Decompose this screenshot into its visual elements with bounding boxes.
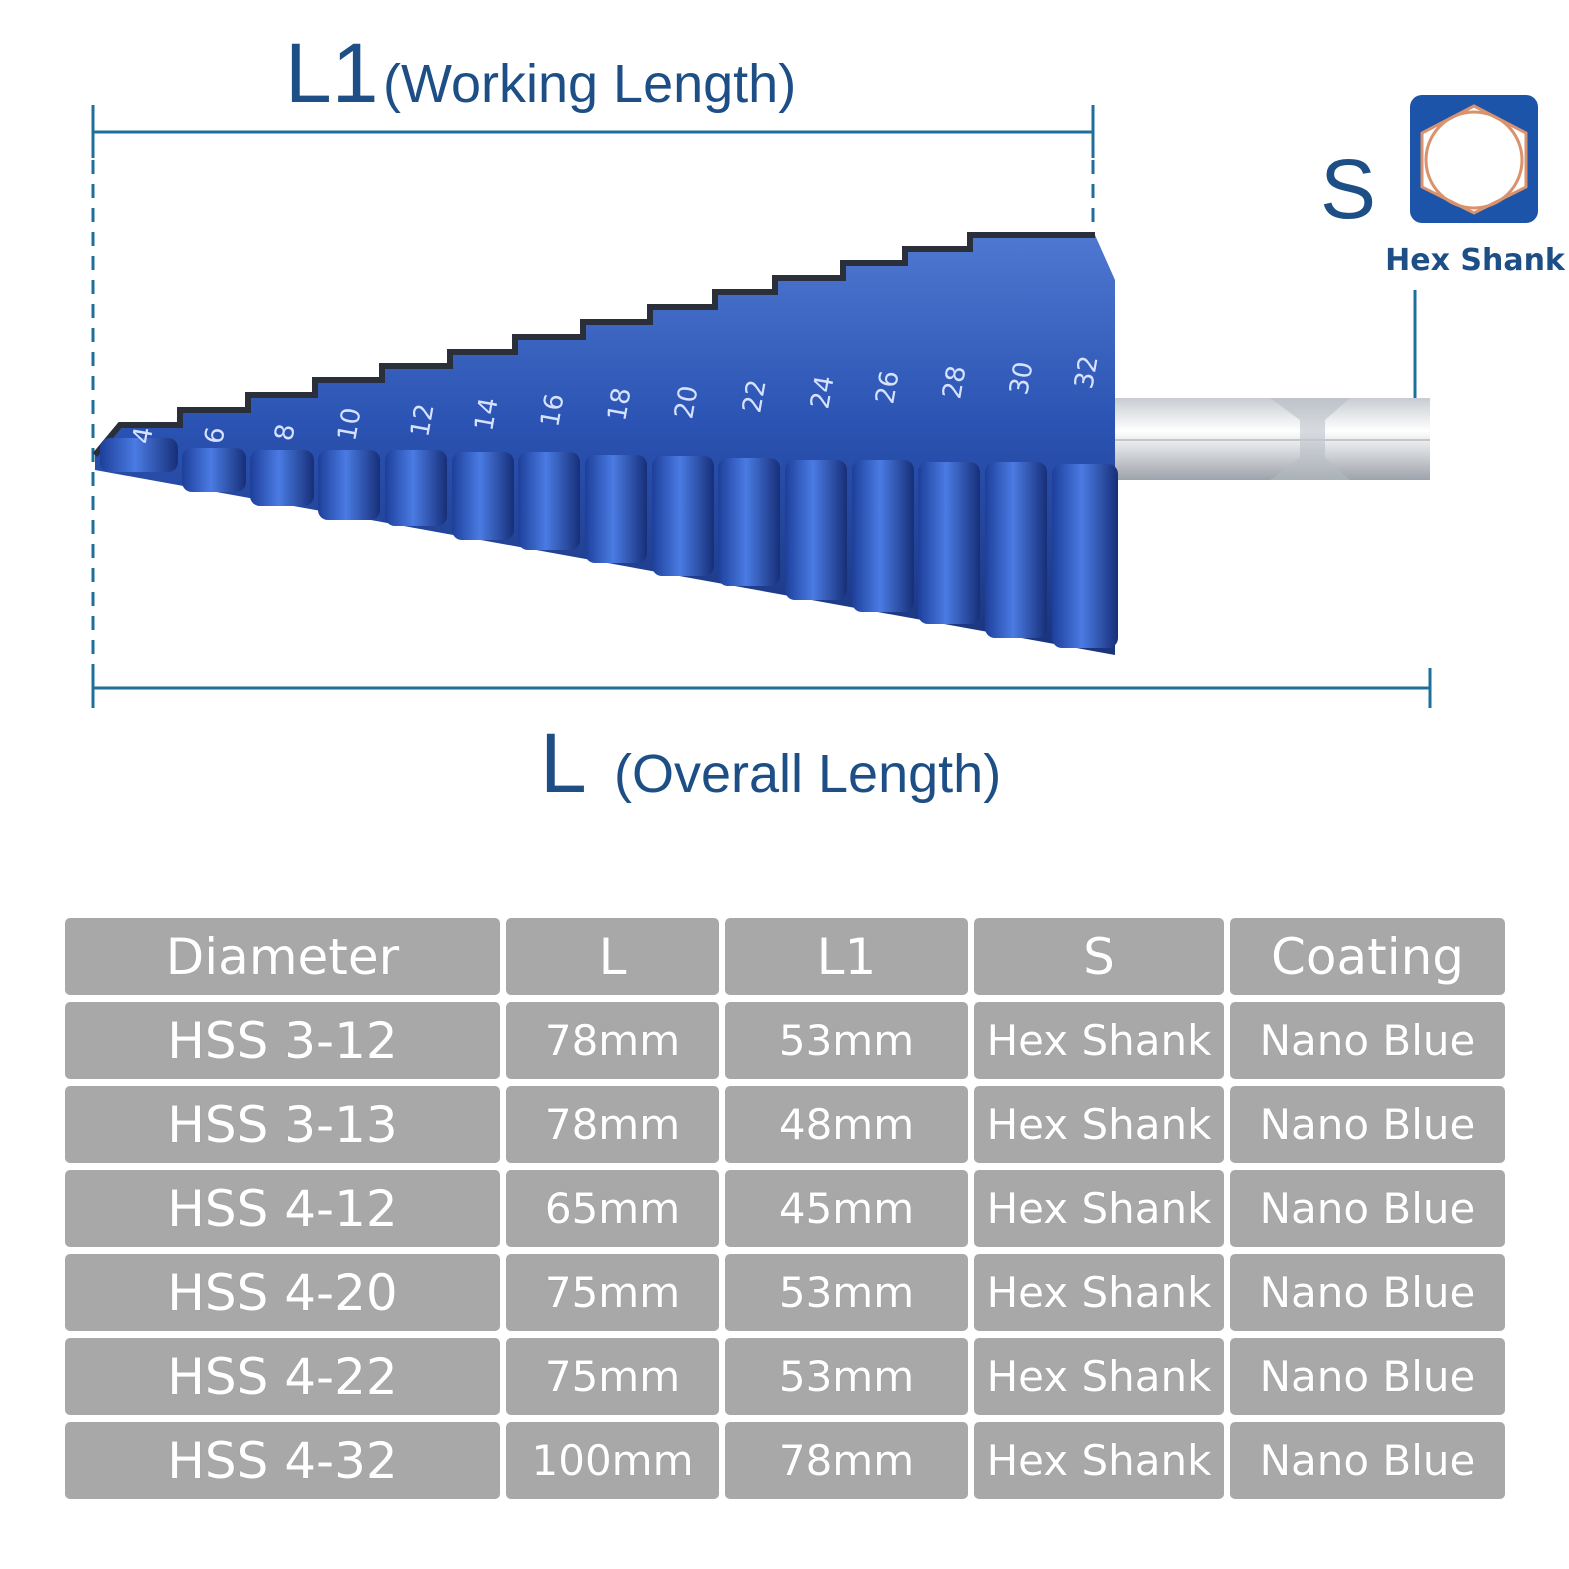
step-marking: 8: [269, 422, 301, 444]
cell-l: 75mm: [506, 1338, 719, 1415]
step-marking: 12: [405, 401, 440, 439]
step-marking: 32: [1069, 353, 1104, 391]
step-marking: 10: [332, 405, 367, 443]
cell-l1: 53mm: [725, 1254, 968, 1331]
cell-s: Hex Shank: [974, 1422, 1224, 1499]
step-marking: 18: [602, 385, 637, 423]
step-marking: 14: [469, 395, 504, 433]
cell-l: 100mm: [506, 1422, 719, 1499]
step-marking: 6: [199, 425, 231, 447]
step-marking: 4: [127, 425, 159, 447]
header-diameter: Diameter: [65, 918, 500, 995]
cell-l1: 78mm: [725, 1422, 968, 1499]
step-drill-bit: [92, 232, 1118, 655]
cell-coating: Nano Blue: [1230, 1338, 1505, 1415]
cell-s: Hex Shank: [974, 1086, 1224, 1163]
cell-l1: 48mm: [725, 1086, 968, 1163]
cell-s: Hex Shank: [974, 1338, 1224, 1415]
step-markings: 4 6 8 10 12 14 16 18 20 22 24 26 28 30 3…: [127, 353, 1104, 446]
spec-table: Diameter L L1 S Coating HSS 3-12 78mm 53…: [65, 918, 1505, 1499]
cell-l: 65mm: [506, 1170, 719, 1247]
cell-diameter: HSS 3-13: [65, 1086, 500, 1163]
step-drill-diagram: L1 (Working Length) L (Overall Length) S…: [91, 26, 1566, 810]
cell-diameter: HSS 3-12: [65, 1002, 500, 1079]
cell-l1: 45mm: [725, 1170, 968, 1247]
overall-length-symbol: L: [540, 716, 587, 810]
drill-shank: [1115, 398, 1430, 480]
shank-symbol: S: [1320, 142, 1376, 236]
cell-diameter: HSS 4-32: [65, 1422, 500, 1499]
hex-shank-label: Hex Shank: [1385, 243, 1566, 278]
step-marking: 26: [870, 368, 905, 406]
cell-l: 78mm: [506, 1002, 719, 1079]
cell-s: Hex Shank: [974, 1002, 1224, 1079]
cell-l: 78mm: [506, 1086, 719, 1163]
header-l: L: [506, 918, 719, 995]
cell-coating: Nano Blue: [1230, 1422, 1505, 1499]
cell-l: 75mm: [506, 1254, 719, 1331]
cell-coating: Nano Blue: [1230, 1254, 1505, 1331]
working-length-symbol: L1: [285, 26, 378, 120]
step-marking: 22: [737, 377, 772, 415]
cell-s: Hex Shank: [974, 1254, 1224, 1331]
working-length-dimension: [91, 105, 1095, 680]
working-length-label: (Working Length): [383, 54, 796, 114]
overall-length-dimension: [91, 668, 1432, 708]
step-marking: 24: [805, 373, 840, 411]
header-s: S: [974, 918, 1224, 995]
step-marking: 30: [1004, 359, 1039, 397]
overall-length-label: (Overall Length): [614, 744, 1001, 804]
header-coating: Coating: [1230, 918, 1505, 995]
step-marking: 28: [937, 363, 972, 401]
cell-diameter: HSS 4-22: [65, 1338, 500, 1415]
cell-coating: Nano Blue: [1230, 1002, 1505, 1079]
cell-diameter: HSS 4-20: [65, 1254, 500, 1331]
cell-s: Hex Shank: [974, 1170, 1224, 1247]
cell-diameter: HSS 4-12: [65, 1170, 500, 1247]
cell-coating: Nano Blue: [1230, 1086, 1505, 1163]
cell-l1: 53mm: [725, 1002, 968, 1079]
hex-shank-icon: [1410, 95, 1538, 223]
header-l1: L1: [725, 918, 968, 995]
cell-l1: 53mm: [725, 1338, 968, 1415]
step-marking: 20: [669, 383, 704, 421]
cell-coating: Nano Blue: [1230, 1170, 1505, 1247]
step-marking: 16: [535, 391, 570, 429]
